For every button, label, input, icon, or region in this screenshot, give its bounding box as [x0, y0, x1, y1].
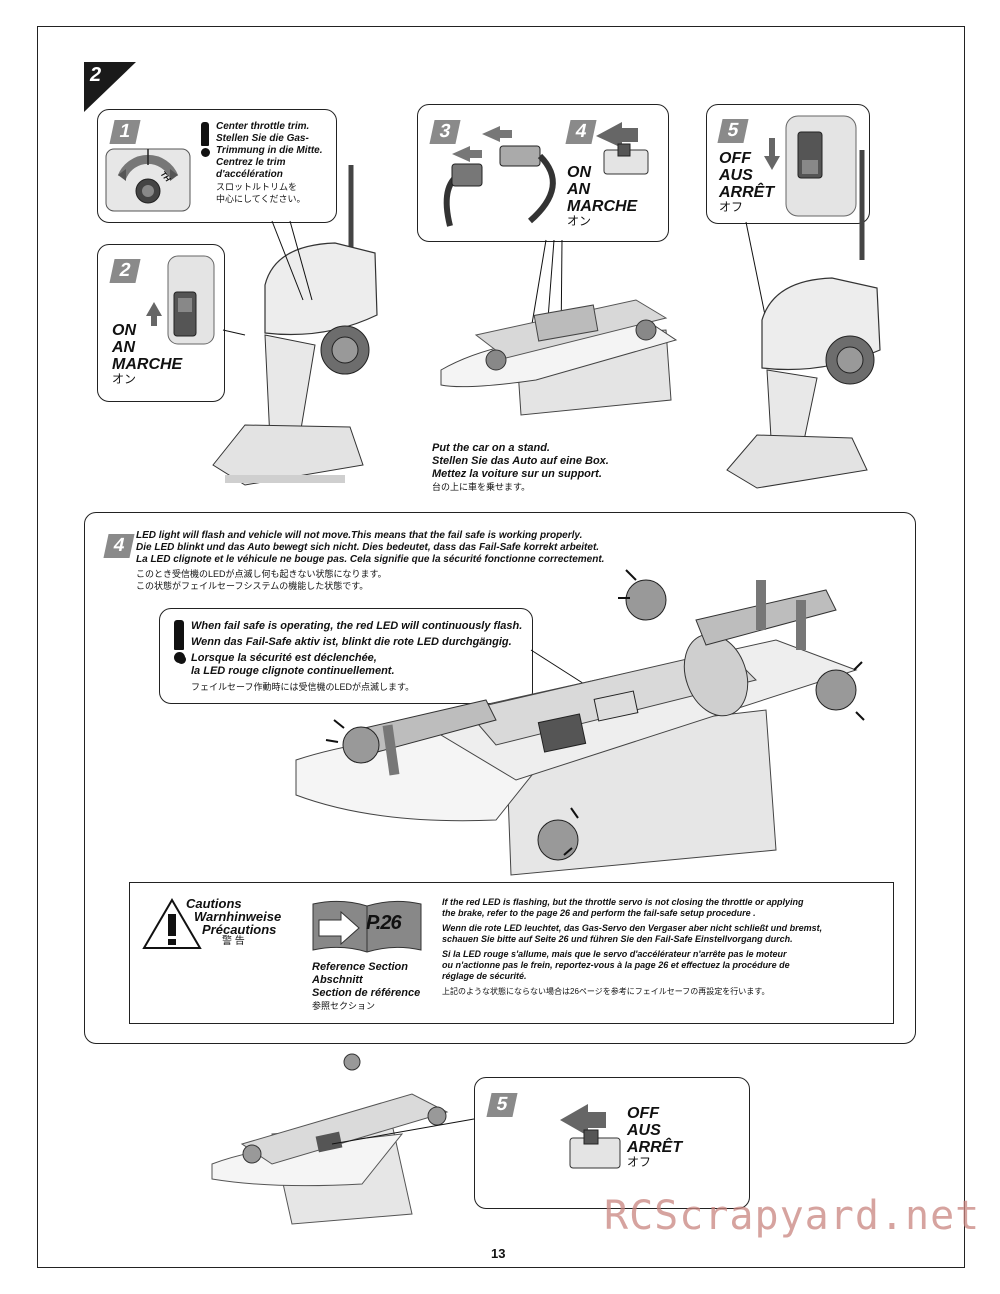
- panel1-line-fr2: d'accélération: [216, 169, 283, 180]
- section4-line-de: Die LED blinkt und das Auto bewegt sich …: [136, 542, 600, 553]
- panel34-state-fr: MARCHE: [567, 198, 638, 215]
- panel1-line-fr1: Centrez le trim: [216, 157, 286, 168]
- panel2-state-fr: MARCHE: [112, 356, 183, 373]
- callout-line-en: When fail safe is operating, the red LED…: [191, 620, 523, 632]
- cautions-title: Cautions Warnhinweise Précautions 警 告: [186, 897, 281, 948]
- page-frame: [37, 26, 965, 1268]
- page-number: 13: [491, 1246, 506, 1261]
- panel2-state-en: ON: [112, 322, 136, 339]
- section4-line-en: LED light will flash and vehicle will no…: [136, 530, 583, 541]
- callout-bullet-icon: [177, 655, 186, 664]
- panel2-state-jp: オン: [112, 372, 137, 386]
- callout-line-fr2: la LED rouge clignote continuellement.: [191, 665, 395, 677]
- reference-book-icon: [312, 900, 422, 953]
- transmitter-illustration-left: [212, 165, 378, 486]
- panel5bottom-states: OFF AUS ARRÊT オフ: [627, 1105, 682, 1168]
- callout-led-flash: [159, 608, 533, 704]
- panel1-line-en: Center throttle trim.: [216, 121, 310, 132]
- callout-line-jp: フェイルセーフ作動時には受信機のLEDが点滅します。: [191, 682, 415, 692]
- step-badge: [84, 62, 136, 112]
- section4-description: LED light will flash and vehicle will no…: [136, 530, 604, 592]
- transmitter-switch-illustration: [146, 255, 215, 345]
- callout-line-de: Wenn das Fail-Safe aktiv ist, blinkt die…: [191, 636, 512, 648]
- panel5top-state-en: OFF: [719, 150, 751, 167]
- section4-line-jp2: この状態がフェイルセーフシステムの機能した状態です。: [136, 581, 369, 591]
- panel5top-state-fr: ARRÊT: [719, 184, 775, 201]
- panel5bottom-state-de: AUS: [627, 1122, 661, 1139]
- reference-label-jp: 参照セクション: [312, 1001, 376, 1011]
- step-badge-number: 2: [90, 64, 102, 86]
- warning-exclamation-icon: [200, 122, 210, 157]
- car-bottom-illustration: [211, 1053, 475, 1225]
- caution-triangle-icon: [142, 898, 202, 949]
- stand-caption-fr: Mettez la voiture sur un support.: [432, 468, 602, 480]
- esc-switch-on-illustration: [596, 122, 649, 175]
- cautions-de-1: Wenn die rote LED leuchtet, das Gas-Serv…: [442, 923, 823, 933]
- cautions-de-2: schauen Sie bitte auf Seite 26 und führe…: [442, 934, 793, 944]
- panel1-line-jp2: 中心にしてください。: [216, 194, 306, 204]
- panel34-state-en: ON: [567, 164, 591, 181]
- reference-label-fr: Section de référence: [312, 987, 421, 999]
- cautions-text: If the red LED is flashing, but the thro…: [442, 897, 822, 998]
- reference-section-label: Reference Section Abschnitt Section de r…: [312, 961, 420, 1012]
- panel5top-states: OFF AUS ARRÊT オフ: [719, 150, 774, 213]
- section4-line-jp1: このとき受信機のLEDが点滅し何も起きない状態になります。: [136, 569, 387, 579]
- panel1-instructions: Center throttle trim. Stellen Sie die Ga…: [216, 121, 322, 205]
- cautions-title-fr: Précautions: [202, 922, 277, 937]
- panel5top-state-de: AUS: [719, 167, 753, 184]
- panel5bottom-state-en: OFF: [627, 1105, 659, 1122]
- panel34-state-jp: オン: [567, 214, 592, 228]
- cautions-fr-2: ou n'actionne pas le frein, reportez-vou…: [442, 960, 790, 970]
- battery-connector-illustration: [443, 126, 556, 227]
- section4-line-fr: La LED clignote et le véhicule ne bouge …: [136, 554, 605, 565]
- watermark-logo: RCScrapyard.net: [604, 1193, 981, 1239]
- transmitter-illustration-right: [726, 150, 881, 489]
- panel5bottom-number: 5: [486, 1093, 518, 1117]
- stand-caption-jp: 台の上に車を乗せます。: [432, 482, 531, 492]
- cautions-title-en: Cautions: [186, 896, 242, 911]
- transmitter-switch-off-illustration: [764, 115, 857, 217]
- panel34-states: ON AN MARCHE オン: [567, 164, 637, 227]
- cautions-jp: 上記のような状態にならない場合は26ページを参考にフェイルセーフの再設定を行いま…: [442, 987, 770, 996]
- panel2-states: ON AN MARCHE オン: [112, 322, 182, 385]
- car-on-stand-illustration: [440, 239, 678, 416]
- cautions-box: [129, 882, 894, 1024]
- panel1-line-de1: Stellen Sie die Gas-: [216, 133, 309, 144]
- cautions-title-de: Warnhinweise: [194, 909, 282, 924]
- callout-line-fr1: Lorsque la sécurité est déclenchée,: [191, 652, 377, 664]
- trim-dial-illustration: [105, 148, 191, 212]
- cautions-en-1: If the red LED is flashing, but the thro…: [442, 897, 804, 907]
- reference-label-en: Reference Section: [312, 961, 408, 973]
- cautions-fr-1: Si la LED rouge s'allume, mais que le se…: [442, 949, 787, 959]
- panel1-pointer-lines: [222, 220, 313, 336]
- panel5bottom-state-fr: ARRÊT: [627, 1139, 683, 1156]
- reference-page: P.26: [366, 912, 402, 934]
- panel5top-state-jp: オフ: [719, 200, 744, 214]
- panel1-line-de2: Trimmung in die Mitte.: [216, 145, 323, 156]
- panel5bottom-state-jp: オフ: [627, 1155, 652, 1169]
- stand-caption-en: Put the car on a stand.: [432, 442, 550, 454]
- stand-caption-de: Stellen Sie das Auto auf eine Box.: [432, 455, 609, 467]
- cautions-en-2: the brake, refer to the page 26 and perf…: [442, 908, 756, 918]
- panel1-line-jp1: スロットルトリムを: [216, 182, 298, 192]
- panel2-state-de: AN: [112, 339, 136, 356]
- reference-label-de: Abschnitt: [312, 974, 363, 986]
- panel34-state-de: AN: [567, 181, 591, 198]
- esc-switch-off-illustration: [560, 1104, 621, 1169]
- callout-text: When fail safe is operating, the red LED…: [191, 620, 522, 693]
- cautions-fr-3: réglage de sécurité.: [442, 971, 527, 981]
- stand-caption: Put the car on a stand. Stellen Sie das …: [432, 442, 609, 493]
- cautions-title-jp: 警 告: [222, 936, 245, 947]
- chassis-illustration: [295, 569, 865, 876]
